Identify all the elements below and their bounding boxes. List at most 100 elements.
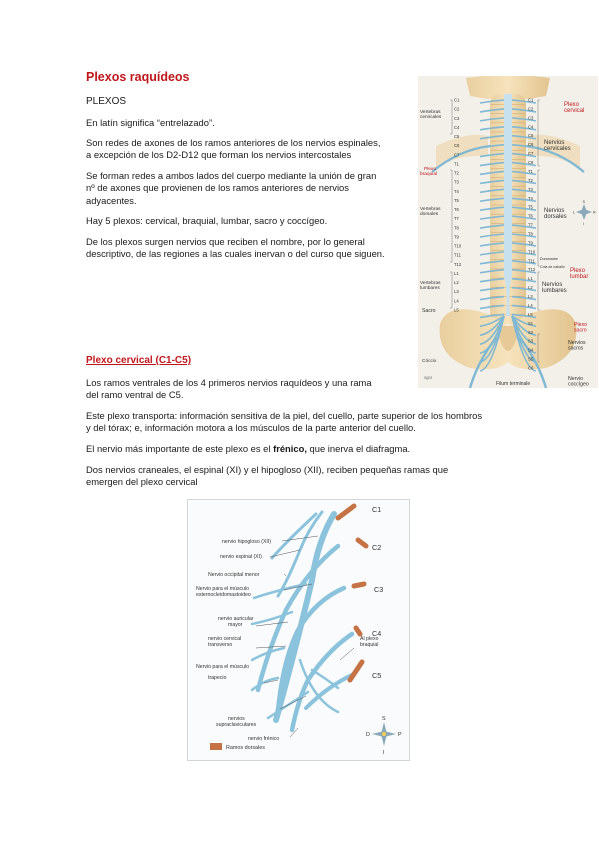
right-segment-T9: T9 — [528, 240, 534, 245]
left-segment-T1: T1 — [454, 161, 460, 166]
latin-meaning: En latín significa “entrelazado”. — [86, 117, 215, 128]
left-segment-L4: L4 — [454, 298, 459, 303]
left-segment-C3: C3 — [454, 116, 460, 121]
right-segment-T10: T10 — [528, 249, 536, 254]
right-segment-L5: L5 — [528, 312, 533, 317]
nerve-branch — [479, 251, 505, 256]
svg-text:I: I — [383, 750, 385, 756]
right-segment-S1: S1 — [528, 321, 534, 326]
nerve-branch — [511, 108, 537, 113]
nerve-branch — [479, 179, 505, 185]
left-segment-C4: C4 — [454, 125, 460, 130]
left-segment-C2: C2 — [454, 107, 460, 112]
nerve-branch — [479, 315, 505, 328]
paragraph-hay: Hay 5 plexos: cervical, braquial, lumbar… — [86, 215, 328, 226]
right-segment-C7: C7 — [528, 151, 534, 156]
right-segment-T7: T7 — [528, 223, 534, 228]
label-duramadre: Duramadre — [540, 257, 558, 261]
svg-text:L: L — [573, 211, 575, 215]
nerve-branch — [511, 197, 537, 203]
nerve-branch — [479, 170, 505, 176]
svg-text:P: P — [398, 732, 402, 738]
right-segment-S2: S2 — [528, 330, 534, 335]
right-segment-T4: T4 — [528, 196, 534, 201]
nerve-branch — [511, 268, 537, 274]
right-segment-T3: T3 — [528, 187, 534, 192]
nerve-branch — [511, 233, 537, 238]
right-sciatic-nerve — [519, 337, 548, 388]
nerve-branch — [511, 313, 537, 319]
nerve-branch — [511, 206, 537, 211]
nerve-branch — [479, 268, 505, 274]
left-segment-T9: T9 — [454, 234, 460, 239]
page-title: Plexos raquídeos — [86, 70, 190, 84]
nerve-branch — [479, 313, 505, 319]
nerve-branch — [511, 295, 537, 301]
right-segment-S4: S4 — [528, 348, 534, 353]
cervical-nerve-trunks — [250, 510, 356, 733]
label-brackets — [450, 99, 540, 363]
right-segment-C4: C4 — [528, 124, 534, 129]
nerve-branch — [479, 233, 505, 238]
right-segment-T8: T8 — [528, 232, 534, 237]
figure-credit: sgar — [424, 375, 433, 380]
cervical-plexus-figure: C1 C2 C3 C4 C5 nervio hipogloso (XII) ne… — [187, 499, 410, 761]
paragraph-forman: Se forman redes a ambos lados del cuerpo… — [86, 170, 377, 206]
nerve-branch — [511, 99, 537, 104]
nerve-branch — [479, 117, 505, 122]
right-segment-T1: T1 — [528, 169, 534, 174]
right-segment-C1: C1 — [528, 98, 534, 103]
svg-text:S: S — [382, 716, 386, 722]
right-segment-C8: C8 — [528, 160, 534, 165]
dorsal-rami — [335, 503, 369, 683]
root-c3: C3 — [374, 585, 383, 594]
right-segment-L4: L4 — [528, 303, 533, 308]
spinal-nerves — [479, 99, 537, 372]
nerve-branch — [479, 161, 505, 167]
compass-icon: S L R I — [573, 200, 596, 226]
svg-text:D: D — [366, 732, 370, 738]
label-sacro: Sacro — [422, 308, 436, 314]
label-frenico: nervio frénico — [248, 736, 279, 742]
nerve-branch — [479, 134, 505, 140]
left-segment-T7: T7 — [454, 216, 460, 221]
left-segment-T12: T12 — [454, 262, 462, 267]
nerve-branch — [511, 134, 537, 140]
label-coxis: Cóccix — [422, 358, 437, 364]
nerve-branch — [511, 277, 537, 283]
nerve-branch — [479, 304, 505, 310]
nerve-branch — [479, 126, 505, 131]
paragraph-frenico: El nervio más importante de este plexo e… — [86, 443, 411, 454]
nerve-branch — [479, 188, 505, 194]
nerve-branch — [511, 251, 537, 256]
left-segment-T5: T5 — [454, 198, 460, 203]
nerve-branch — [479, 108, 505, 113]
root-c2: C2 — [372, 543, 381, 552]
nerve-branch — [479, 286, 505, 292]
nerve-branch — [479, 197, 505, 203]
right-segment-C6: C6 — [528, 142, 534, 147]
nerve-branch — [511, 215, 537, 220]
left-sciatic-nerve — [468, 337, 497, 388]
nerve-branch — [479, 242, 505, 247]
nerve-branch — [479, 315, 505, 372]
right-segment-T2: T2 — [528, 178, 534, 183]
right-segment-S5: S5 — [528, 357, 534, 362]
nerve-branch — [511, 315, 537, 328]
right-segment-T12: T12 — [528, 267, 536, 272]
paragraph-surgen: De los plexos surgen nervios que reciben… — [86, 236, 385, 260]
legend-swatch — [210, 743, 222, 750]
plexos-heading: PLEXOS — [86, 96, 127, 107]
svg-text:I: I — [583, 222, 584, 226]
left-segment-C1: C1 — [454, 98, 460, 103]
label-espinal: nervio espinal (XI) — [220, 554, 262, 560]
